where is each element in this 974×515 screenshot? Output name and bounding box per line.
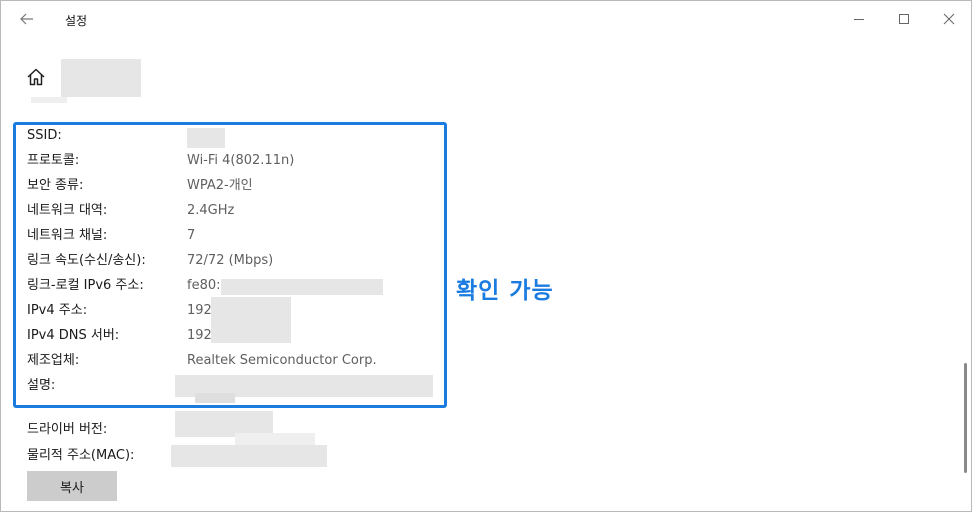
redacted-network-name — [61, 59, 141, 97]
redacted-ip-addresses — [211, 297, 291, 343]
property-label: SSID: — [27, 128, 62, 143]
window-title: 설정 — [65, 14, 88, 28]
property-value: WPA2-개인 — [187, 178, 253, 193]
property-label: IPv4 주소: — [27, 303, 88, 318]
minimize-icon[interactable] — [849, 9, 869, 29]
property-label: 드라이버 버전: — [27, 422, 108, 437]
property-value: 7 — [187, 228, 196, 243]
property-label: 설명: — [27, 378, 56, 393]
property-label: 네트워크 채널: — [27, 228, 108, 243]
callout-text: 확인 가능 — [456, 278, 554, 304]
property-label: 물리적 주소(MAC): — [27, 448, 135, 463]
property-value: 2.4GHz — [187, 203, 235, 218]
copy-button[interactable]: 복사 — [27, 471, 117, 501]
title-bar: 설정 — [1, 1, 971, 37]
property-label: 링크 속도(수신/송신): — [27, 253, 146, 268]
redacted-driver-version-fragment — [235, 433, 315, 445]
property-value: Wi-Fi 4(802.11n) — [187, 153, 295, 168]
redacted-text-fragment — [31, 97, 67, 103]
redacted-mac-address — [171, 445, 327, 467]
maximize-icon[interactable] — [894, 9, 914, 29]
redacted-ssid — [187, 128, 225, 148]
highlight-box — [13, 122, 447, 408]
property-value: fe80:: — [187, 278, 225, 293]
property-label: 링크-로컬 IPv6 주소: — [27, 278, 144, 293]
property-value: 192. — [187, 328, 216, 343]
redacted-ipv6 — [221, 279, 383, 295]
home-icon[interactable] — [25, 66, 47, 88]
scrollbar-thumb[interactable] — [964, 363, 967, 473]
property-label: 네트워크 대역: — [27, 203, 108, 218]
property-value: Realtek Semiconductor Corp. — [187, 353, 377, 368]
redacted-description-fragment — [195, 393, 235, 403]
redacted-description — [175, 375, 433, 397]
close-icon[interactable] — [939, 9, 959, 29]
back-arrow-icon[interactable] — [15, 7, 39, 31]
redacted-driver-version — [175, 411, 273, 437]
property-label: IPv4 DNS 서버: — [27, 328, 120, 343]
property-label: 보안 종류: — [27, 178, 84, 193]
property-value: 72/72 (Mbps) — [187, 253, 274, 268]
property-label: 프로토콜: — [27, 153, 80, 168]
property-value: 192. — [187, 303, 216, 318]
property-label: 제조업체: — [27, 353, 80, 368]
